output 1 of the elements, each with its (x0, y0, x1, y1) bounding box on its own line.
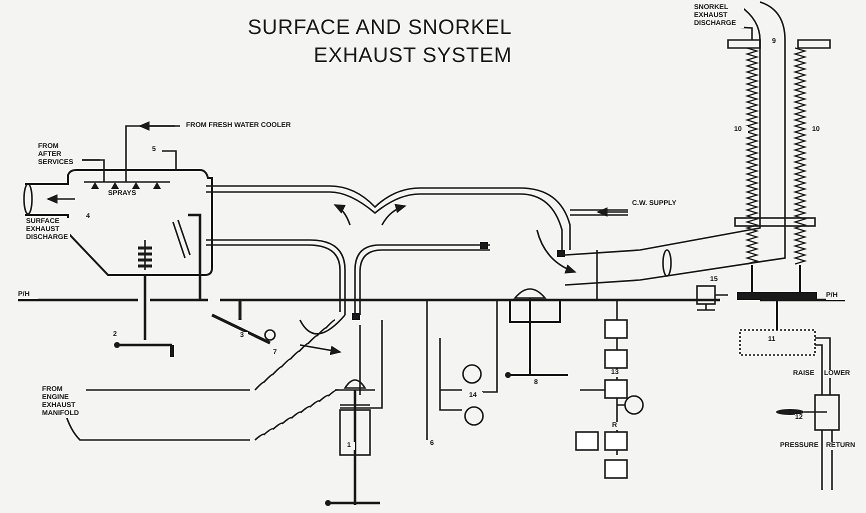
diagram-title: SURFACE AND SNORKEL EXHAUST SYSTEM (246, 15, 512, 69)
